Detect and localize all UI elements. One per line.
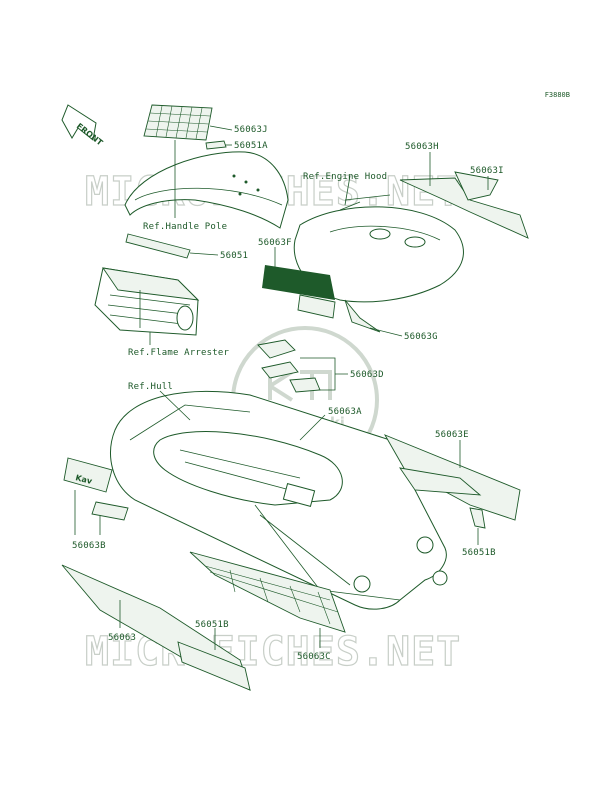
- decal-56051: [125, 233, 191, 259]
- flame-arrester: [94, 267, 200, 336]
- decal-56051b-right: [469, 507, 486, 529]
- decal-56063d-c: [289, 377, 321, 393]
- label-ref-handle-pole: Ref.Handle Pole: [143, 222, 227, 232]
- svg-text:Kav: Kav: [75, 473, 94, 486]
- decal-56063d-a: [257, 339, 296, 359]
- label-56063i: 56063I: [470, 166, 504, 176]
- label-56063b: 56063B: [72, 541, 106, 551]
- engine-hood: [293, 194, 464, 303]
- decal-56063h: [399, 177, 529, 239]
- label-ref-engine-hood: Ref.Engine Hood: [303, 172, 387, 182]
- label-56051b-bottom: 56051B: [195, 620, 229, 630]
- label-56063a: 56063A: [328, 407, 362, 417]
- label-56063j: 56063J: [234, 125, 268, 135]
- label-56063e: 56063E: [435, 430, 469, 440]
- label-56063h: 56063H: [405, 142, 439, 152]
- handle-pole: [124, 151, 289, 229]
- label-56051a: 56051A: [234, 141, 268, 151]
- label-56063f: 56063F: [258, 238, 292, 248]
- label-ref-hull: Ref.Hull: [128, 382, 173, 392]
- decal-56063f: [262, 265, 336, 319]
- label-ref-flame-arrester: Ref.Flame Arrester: [128, 348, 230, 358]
- decal-56051a: [205, 140, 227, 150]
- hull: [110, 390, 448, 610]
- label-56063c: 56063C: [297, 652, 331, 662]
- decal-56063j: [143, 104, 213, 141]
- front-arrow-icon: FRONT: [61, 104, 105, 148]
- label-56051b-right: 56051B: [462, 548, 496, 558]
- watermark-bottom: MICROFICHES.NET: [85, 629, 461, 675]
- decal-56051b-bottom: [177, 641, 251, 691]
- decal-56063b: Kav: [63, 457, 129, 521]
- label-56063: 56063: [108, 633, 136, 643]
- decal-56063d-b: [261, 361, 299, 379]
- label-56051: 56051: [220, 251, 248, 261]
- decal-56063i: [454, 171, 499, 201]
- label-56063g: 56063G: [404, 332, 438, 342]
- diagram-code: F3880B: [545, 91, 570, 99]
- label-56063d: 56063D: [350, 370, 384, 380]
- decal-56063e-inner: [399, 467, 482, 496]
- decal-56063c: [189, 551, 346, 633]
- decal-56063g: [344, 299, 381, 333]
